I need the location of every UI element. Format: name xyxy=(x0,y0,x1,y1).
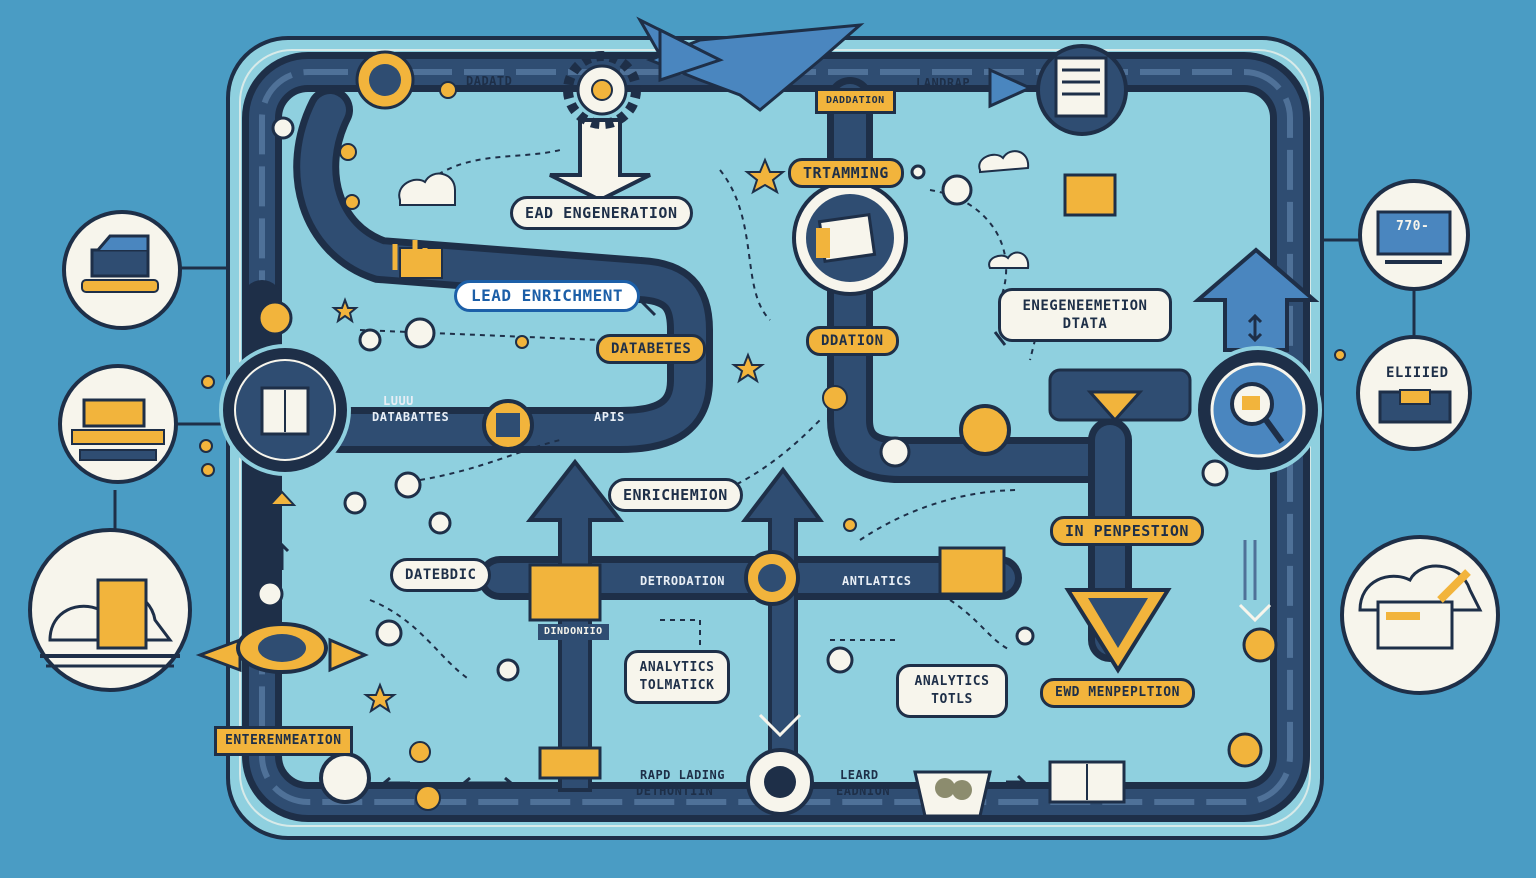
building-icon xyxy=(1036,44,1128,136)
book-icon xyxy=(260,386,310,436)
node-dots xyxy=(199,81,1346,811)
datebdic-pill: DATEBDIC xyxy=(390,558,492,592)
top-small-tag: DADDATION xyxy=(815,88,896,114)
pipe-marks xyxy=(1243,540,1257,600)
end-menpeltion-pill: EWD MENPEPLTION xyxy=(1040,678,1195,708)
monitor-icon xyxy=(1376,210,1452,264)
detrodation-label: DETRODATION xyxy=(640,574,725,588)
antlatics-label: ANTLATICS xyxy=(842,574,912,588)
flow-arrows xyxy=(359,149,1041,681)
down-chevron-icon xyxy=(758,713,802,738)
left-db-label-1: LUUU xyxy=(383,394,414,408)
bar-chart-icon xyxy=(392,240,438,270)
enteremeation-tag: ENTERENMEATION xyxy=(214,726,353,756)
left-db-label-2: DATABATTES xyxy=(372,410,450,424)
lead-enrichment-pill: LEAD ENRICHMENT xyxy=(454,280,640,312)
book-icon xyxy=(1048,760,1126,804)
analytics-tolmatick-box: ANALYTICS TOLMATICK xyxy=(624,650,730,704)
edit-document-icon xyxy=(1358,564,1483,650)
apis-label: APIS xyxy=(594,410,625,424)
funnel-icon xyxy=(1048,368,1192,674)
down-chevron-icon xyxy=(1238,603,1272,623)
top-landmap-label: LANDRAP xyxy=(916,76,971,90)
magnifier-icon xyxy=(1230,382,1285,444)
box-icon xyxy=(81,234,159,293)
in-penpestion-pill: IN PENPESTION xyxy=(1050,516,1204,546)
cloud-document-icon xyxy=(398,150,1030,269)
stack-label: DINDONIIO xyxy=(538,624,609,640)
database-icon xyxy=(399,173,1117,780)
outline-dots xyxy=(256,116,1229,682)
enrichement-pill: ENRICHEMION xyxy=(608,478,743,512)
top-data-label: DADATD xyxy=(466,74,513,88)
leard-label-1: LEARD xyxy=(840,768,879,782)
monitor-text: 770- xyxy=(1396,219,1430,234)
analytics-totls-box: ANALYTICS TOTLS xyxy=(896,664,1008,718)
star-icon xyxy=(331,157,786,714)
gear-icon xyxy=(257,300,1278,804)
arrow-marks xyxy=(274,288,1263,790)
location-pin-icon xyxy=(355,50,415,110)
trtamming-pill: TRTAMMING xyxy=(788,158,904,188)
rapd-lading-label-1: RAPD LADING xyxy=(640,768,725,782)
ddation-pill: DDATION xyxy=(806,326,899,356)
lead-engeneration-pill: EAD ENGENERATION xyxy=(510,196,693,230)
down-arrow-icon xyxy=(549,118,651,203)
building-icon xyxy=(40,578,180,668)
shipping-box-icon xyxy=(71,398,165,461)
right-arrow-icon xyxy=(988,67,1034,109)
leard-label-2: EADNION xyxy=(836,784,891,798)
arrow-triangle-icon xyxy=(658,27,724,83)
server-icon xyxy=(1378,389,1452,424)
enegeneemetion-box: ENEGENEEMETION DTATA xyxy=(998,288,1172,342)
gear-icon xyxy=(563,51,641,129)
eliiied-label: ELIIIED xyxy=(1386,365,1449,381)
databetes-pill: DATABETES xyxy=(596,334,707,364)
document-circle-icon xyxy=(792,180,908,296)
up-arrow-icon xyxy=(267,490,297,506)
rapd-lading-label-2: DETHONTIIN xyxy=(636,784,714,798)
trophy-icon xyxy=(746,748,992,818)
